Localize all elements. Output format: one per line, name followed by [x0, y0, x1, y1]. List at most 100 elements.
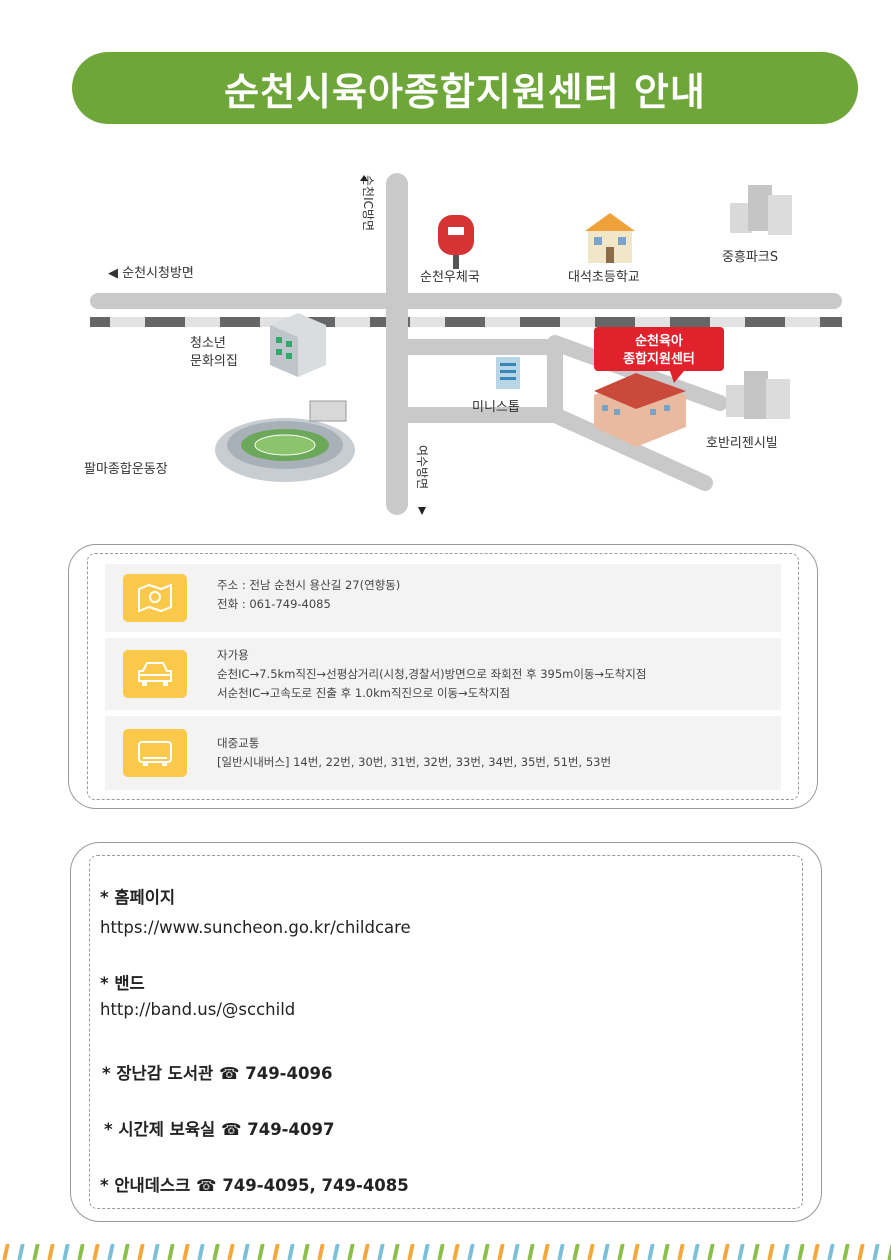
youth-center-label-2: 문화의집: [190, 354, 238, 369]
stripe: [197, 1244, 205, 1260]
stripe: [392, 1244, 400, 1260]
stripe: [347, 1244, 355, 1260]
map-svg: 순천IC방면 ◀ 순천시청방면 순천우체국 대석초등학교 중흥파크S: [84, 173, 842, 515]
stripe: [92, 1244, 100, 1260]
road-top-label: 순천IC방면: [361, 175, 376, 231]
stripe: [167, 1244, 175, 1260]
stripe: [302, 1244, 310, 1260]
stripe: [407, 1244, 415, 1260]
stripe: [137, 1244, 145, 1260]
stripe: [32, 1244, 40, 1260]
car-row: 자가용 순천IC→7.5km직진→선평삼거리(시청,경찰서)방면으로 좌회전 후…: [105, 638, 781, 710]
stripe: [632, 1244, 640, 1260]
apartment-icon-right: [726, 371, 790, 419]
stripe: [512, 1244, 520, 1260]
stripe: [287, 1244, 295, 1260]
stripe: [527, 1244, 535, 1260]
stripe: [332, 1244, 340, 1260]
address-row: 주소 : 전남 순천시 용산길 27(연향동) 전화 : 061-749-408…: [105, 564, 781, 632]
location-map: 순천IC방면 ◀ 순천시청방면 순천우체국 대석초등학교 중흥파크S: [80, 165, 850, 525]
stripe: [842, 1244, 850, 1260]
school-icon: [585, 213, 635, 263]
car-title: 자가용: [217, 648, 249, 662]
stripe: [107, 1244, 115, 1260]
contact-box: [70, 842, 822, 1222]
apartment-top-label: 중흥파크S: [722, 250, 778, 265]
school-label: 대석초등학교: [568, 270, 640, 285]
stadium-label: 팔마종합운동장: [84, 462, 168, 477]
stripe: [797, 1244, 805, 1260]
address-line: 주소 : 전남 순천시 용산길 27(연향동): [217, 578, 401, 592]
road-top-arrow-icon: [360, 175, 368, 181]
directions-box-dashed-border: [87, 553, 799, 800]
stripe: [722, 1244, 730, 1260]
stripe: [692, 1244, 700, 1260]
stripe: [662, 1244, 670, 1260]
stripe: [827, 1244, 835, 1260]
side-road-loop: [408, 339, 563, 423]
bus-icon: [123, 729, 187, 777]
stripe: [617, 1244, 625, 1260]
stripe: [47, 1244, 55, 1260]
stripe: [587, 1244, 595, 1260]
stripe: [362, 1244, 370, 1260]
bus-title: 대중교통: [217, 736, 260, 750]
car-route-2: 서순천IC→고속도로 진출 후 1.0km직진으로 이동→도착지점: [217, 686, 511, 700]
stripe: [212, 1244, 220, 1260]
stripe: [857, 1244, 865, 1260]
target-label-1: 순천육아: [635, 333, 683, 349]
stripe: [2, 1244, 10, 1260]
stripe: [737, 1244, 745, 1260]
stripe: [422, 1244, 430, 1260]
stripe: [17, 1244, 25, 1260]
stripe: [452, 1244, 460, 1260]
title-banner: 순천시육아종합지원센터 안내: [72, 52, 858, 124]
side-road-upper: [547, 335, 728, 411]
homepage-label: * 홈페이지: [100, 888, 176, 907]
homepage-link[interactable]: https://www.suncheon.go.kr/childcare: [100, 918, 411, 937]
stripe: [437, 1244, 445, 1260]
side-road-lower: [547, 407, 713, 491]
stripe: [272, 1244, 280, 1260]
mini-stop-label: 미니스톱: [472, 400, 520, 415]
road-bottom-arrow-icon: [418, 507, 426, 515]
decorative-stripes: [0, 1240, 891, 1260]
stripe: [182, 1244, 190, 1260]
page-title: 순천시육아종합지원센터 안내: [224, 69, 706, 114]
apartment-icon-top: [730, 185, 792, 235]
directions-box: [68, 544, 818, 809]
stripe: [242, 1244, 250, 1260]
band-link[interactable]: http://band.us/@scchild: [100, 1000, 296, 1019]
stripe: [152, 1244, 160, 1260]
stadium-icon: [215, 400, 355, 482]
stripe: [752, 1244, 760, 1260]
stripe: [77, 1244, 85, 1260]
stripe: [317, 1244, 325, 1260]
stripe: [767, 1244, 775, 1260]
stripe: [122, 1244, 130, 1260]
apartment-right-label: 호반리젠시빌: [706, 436, 778, 451]
stripe: [707, 1244, 715, 1260]
vertical-road: [386, 173, 408, 515]
stripe: [257, 1244, 265, 1260]
contact-box-dashed-border: [89, 855, 803, 1209]
stripe: [677, 1244, 685, 1260]
center-building-icon: [594, 373, 686, 447]
stripe: [602, 1244, 610, 1260]
main-road: [90, 293, 842, 309]
road-bottom-label: 여수방면: [415, 445, 429, 489]
stripe: [872, 1244, 880, 1260]
stripe: [227, 1244, 235, 1260]
stripe: [542, 1244, 550, 1260]
stripe: [377, 1244, 385, 1260]
youth-center-label-1: 청소년: [190, 336, 226, 351]
info-desk-phone: * 안내데스크 ☎ 749-4095, 749-4085: [100, 1176, 409, 1195]
toy-library-phone: * 장난감 도서관 ☎ 749-4096: [102, 1064, 333, 1083]
railway: [90, 317, 842, 327]
road-left-label: ◀ 순천시청방면: [108, 266, 194, 281]
map-pin-icon: [123, 574, 187, 622]
stripe: [497, 1244, 505, 1260]
mini-stop-icon: [496, 357, 520, 389]
bus-routes: [일반시내버스] 14번, 22번, 30번, 31번, 32번, 33번, 3…: [217, 755, 612, 769]
stripe: [557, 1244, 565, 1260]
